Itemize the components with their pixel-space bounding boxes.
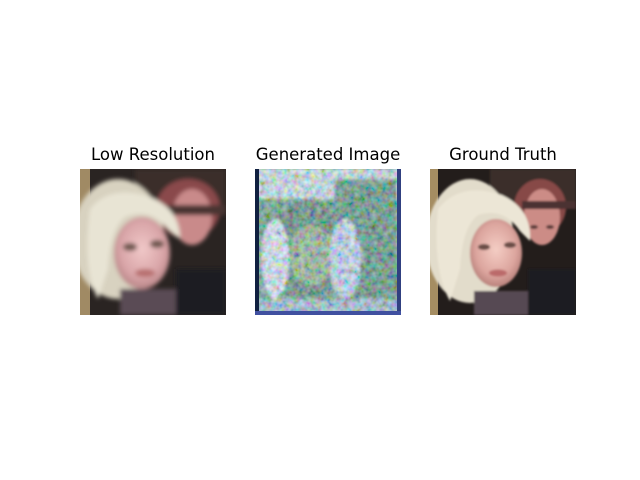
low-resolution-image — [80, 169, 226, 315]
ground-truth-image — [430, 169, 576, 315]
panel-title-ground-truth: Ground Truth — [449, 145, 557, 164]
generated-image — [255, 169, 401, 315]
panel-ground-truth: Ground Truth — [430, 143, 576, 315]
panel-generated-image: Generated Image — [255, 143, 401, 315]
panel-title-generated-image: Generated Image — [255, 145, 401, 164]
panel-low-resolution: Low Resolution — [80, 143, 226, 315]
panel-title-low-resolution: Low Resolution — [91, 145, 215, 164]
